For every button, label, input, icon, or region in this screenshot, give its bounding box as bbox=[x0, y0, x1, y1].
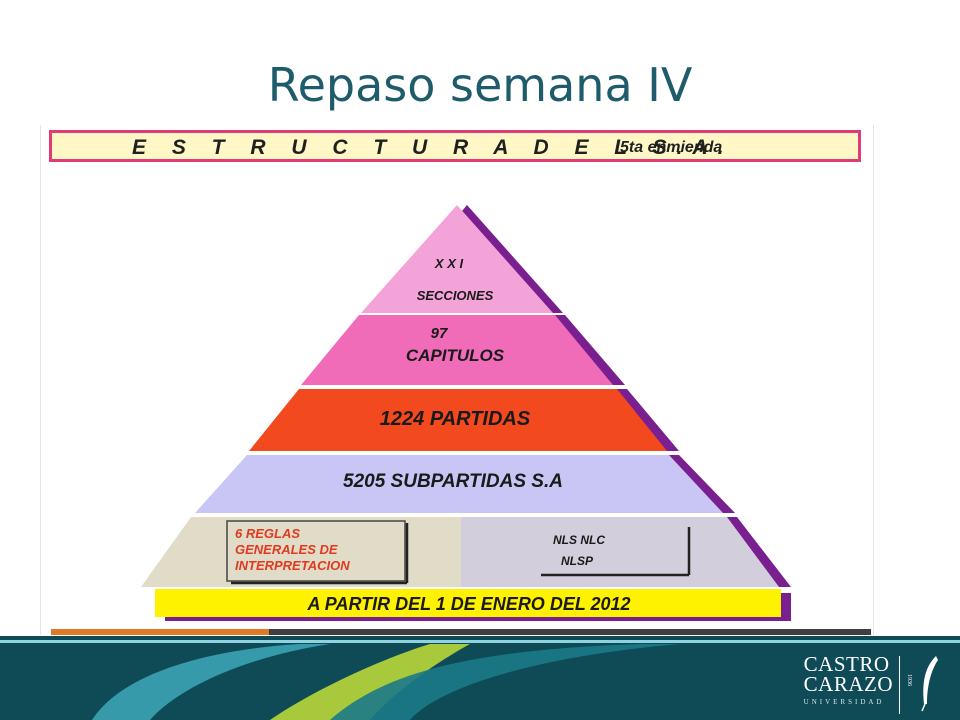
diagram-header-subtitle: 5ta enmienda bbox=[620, 139, 723, 156]
tier-fill bbox=[361, 205, 553, 313]
diagram-header: E S T R U C T U R A D E L S.A. 5ta enmie… bbox=[49, 130, 861, 162]
pyramid-base: A PARTIR DEL 1 DE ENERO DEL 2012 bbox=[155, 589, 791, 621]
tier2-line2: CAPITULOS bbox=[406, 346, 505, 365]
diagram-header-title: E S T R U C T U R A D E L S.A. bbox=[132, 136, 734, 159]
tier-fill bbox=[301, 315, 613, 385]
logo-line2: CARAZO bbox=[803, 672, 893, 696]
tier-fill bbox=[195, 455, 723, 513]
notas-line1: NLS NLC bbox=[553, 533, 605, 547]
pyramid-tier-secciones: X X I SECCIONES bbox=[361, 205, 563, 313]
tier4-label: 5205 SUBPARTIDAS S.A bbox=[343, 471, 563, 492]
pyramid-tier-subpartidas: 5205 SUBPARTIDAS S.A bbox=[195, 455, 735, 513]
pyramid-figure: E S T R U C T U R A D E L S.A. 5ta enmie… bbox=[40, 125, 874, 635]
tier2-line1: 97 bbox=[431, 325, 448, 342]
base-fill bbox=[155, 589, 781, 617]
reglas-line3: INTERPRETACION bbox=[235, 558, 350, 573]
tier-fill-left bbox=[141, 517, 461, 587]
slide-title: Repaso semana IV bbox=[267, 58, 693, 112]
university-logo: CASTRO CARAZO UNIVERSIDAD 1936 bbox=[804, 654, 942, 714]
reglas-line1: 6 REGLAS bbox=[235, 526, 300, 541]
feather-icon bbox=[921, 656, 938, 712]
tier1-line1: X X I bbox=[434, 256, 464, 271]
tier3-label: 1224 PARTIDAS bbox=[380, 408, 531, 430]
tier1-line2: SECCIONES bbox=[417, 288, 494, 303]
tier-fill-right bbox=[461, 517, 779, 587]
logo-small-text: UNIVERSIDAD bbox=[803, 698, 885, 706]
notas-line2: NLSP bbox=[561, 554, 594, 568]
base-label: A PARTIR DEL 1 DE ENERO DEL 2012 bbox=[306, 594, 630, 614]
pyramid-tier-partidas: 1224 PARTIDAS bbox=[249, 389, 679, 451]
footer-accent-line bbox=[0, 640, 960, 643]
logo-line1: CASTRO bbox=[803, 652, 890, 676]
logo-year: 1936 bbox=[906, 674, 912, 686]
tier-fill bbox=[249, 389, 667, 451]
pyramid-tier-capitulos: 97 CAPITULOS bbox=[301, 315, 625, 385]
pyramid-diagram: X X I SECCIONES 97 CAPITULOS 1224 PARTID… bbox=[141, 205, 791, 621]
footer-band: CASTRO CARAZO UNIVERSIDAD 1936 bbox=[0, 636, 960, 720]
reglas-line2: GENERALES DE bbox=[235, 542, 338, 557]
footer-swoosh-graphic bbox=[92, 644, 680, 720]
pyramid-tier-reglas: 6 REGLAS GENERALES DE INTERPRETACION NLS… bbox=[141, 517, 791, 587]
reglas-box bbox=[226, 520, 406, 582]
figure-bottom-strip bbox=[51, 629, 871, 635]
